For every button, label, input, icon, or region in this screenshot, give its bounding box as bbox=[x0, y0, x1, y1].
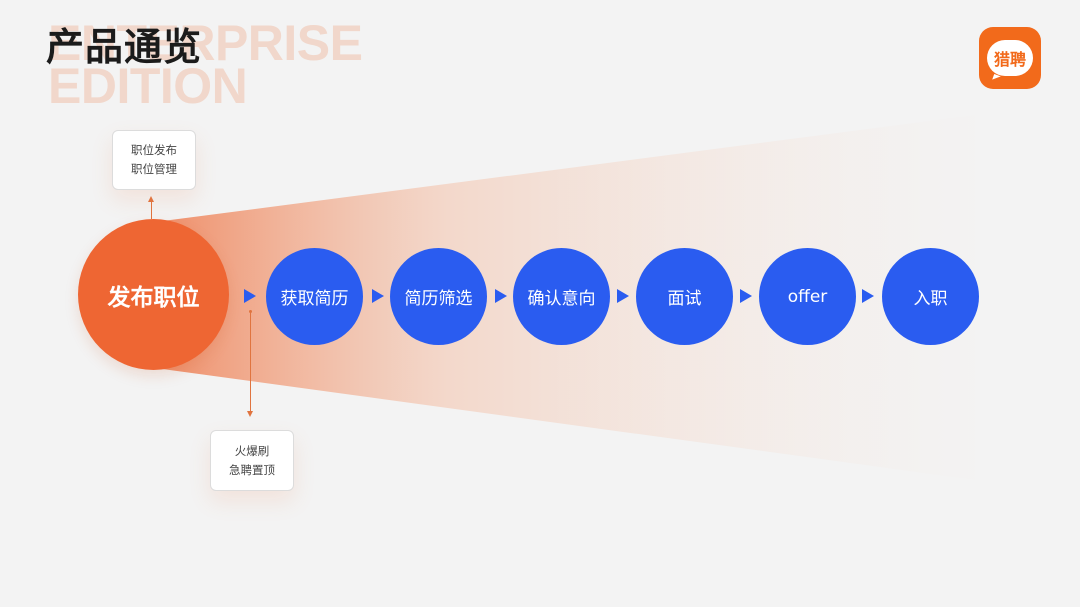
flow-step-4: 面试 bbox=[636, 248, 733, 345]
flow-arrow-icon bbox=[740, 289, 752, 303]
logo-text: 猎聘 bbox=[993, 50, 1026, 69]
flow-step-5: offer bbox=[759, 248, 856, 345]
flow-step-label: 简历筛选 bbox=[404, 289, 473, 309]
watermark-line-2: EDITION bbox=[48, 58, 248, 114]
flow-node-main-label: 发布职位 bbox=[107, 284, 200, 311]
flow-step-3: 确认意向 bbox=[513, 248, 610, 345]
flow-arrow-icon bbox=[244, 289, 256, 303]
page-title: 产品通览 bbox=[46, 25, 203, 69]
flow-arrow-icon bbox=[862, 289, 874, 303]
note-bottom-line-1: 火爆刷 bbox=[234, 443, 270, 458]
flow-step-label: 面试 bbox=[667, 289, 702, 309]
note-top-line-2: 职位管理 bbox=[131, 162, 177, 176]
note-card-top: 职位发布 职位管理 bbox=[112, 130, 196, 190]
connector-line-down bbox=[250, 312, 251, 412]
connector-dot bbox=[249, 310, 252, 313]
note-bottom-line-2: 急聘置顶 bbox=[229, 462, 275, 477]
flow-arrow-icon bbox=[372, 289, 384, 303]
flow-arrow-icon bbox=[495, 289, 507, 303]
flow-node-main: 发布职位 bbox=[78, 219, 229, 370]
liepin-logo: 猎聘 bbox=[979, 27, 1041, 89]
flow-arrow-icon bbox=[617, 289, 629, 303]
flow-step-6: 入职 bbox=[882, 248, 979, 345]
logo-speech-bubble-icon: 猎聘 bbox=[987, 40, 1033, 76]
watermark-text: ENTERPRISE EDITION bbox=[48, 18, 363, 111]
flow-step-label: 获取简历 bbox=[280, 289, 349, 309]
flow-step-1: 获取简历 bbox=[266, 248, 363, 345]
flow-step-label: 确认意向 bbox=[527, 289, 596, 309]
flow-step-label: 入职 bbox=[913, 289, 948, 309]
flow-step-label: offer bbox=[787, 286, 828, 307]
connector-line-up bbox=[151, 200, 152, 219]
flow-step-2: 简历筛选 bbox=[390, 248, 487, 345]
note-card-bottom: 火爆刷 急聘置顶 bbox=[210, 430, 294, 491]
arrow-up-icon bbox=[148, 196, 154, 202]
watermark-line-1: ENTERPRISE bbox=[48, 15, 363, 71]
arrow-down-icon bbox=[247, 411, 253, 417]
note-top-line-1: 职位发布 bbox=[131, 143, 177, 157]
